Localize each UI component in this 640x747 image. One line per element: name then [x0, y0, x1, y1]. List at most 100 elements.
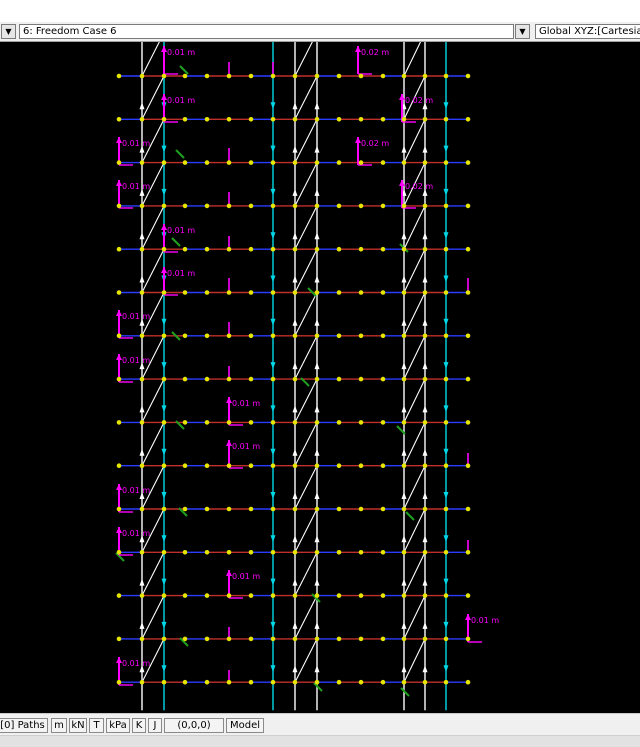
node [270, 593, 276, 598]
node [443, 246, 449, 252]
node [314, 246, 320, 252]
node [422, 420, 428, 425]
status-paths[interactable]: [0] Paths [0, 718, 48, 733]
node [401, 73, 407, 79]
node [139, 160, 145, 165]
status-length-unit[interactable]: m [51, 718, 67, 733]
displacement-arrowhead [355, 46, 361, 52]
node [380, 290, 386, 295]
status-origin[interactable]: (0,0,0) [164, 718, 224, 733]
node [139, 636, 145, 642]
node [422, 333, 428, 339]
title-area [0, 0, 640, 22]
node [314, 463, 320, 469]
status-force-unit[interactable]: kN [69, 718, 87, 733]
status-pressure-unit[interactable]: kPa [106, 718, 130, 733]
node [161, 333, 167, 339]
column-arrow [443, 232, 449, 240]
status-energy-unit[interactable]: J [148, 718, 162, 733]
brace [141, 162, 165, 207]
case-selector-dropdown-button[interactable]: ▼ [515, 24, 530, 39]
node [161, 679, 167, 685]
node [422, 73, 428, 79]
displacement-label: 0.01 m [167, 96, 195, 105]
node [336, 593, 342, 598]
node [204, 73, 210, 79]
chevron-down-icon: ▼ [519, 26, 526, 36]
displacement-label: 0.02 m [405, 182, 433, 191]
column-arrow [292, 448, 298, 456]
node [422, 679, 428, 685]
column-arrow [139, 405, 145, 413]
node [314, 117, 320, 122]
node [204, 679, 210, 685]
rotation-marker [179, 65, 189, 75]
coordinate-system-selector[interactable]: Global XYZ:[Cartesian] [535, 24, 640, 39]
node [314, 550, 320, 555]
node [161, 420, 167, 425]
node [204, 160, 210, 165]
rotation-marker [400, 687, 410, 697]
node [116, 506, 122, 512]
node [292, 463, 298, 469]
column-arrow [314, 665, 320, 673]
node [204, 290, 210, 295]
status-time-unit[interactable]: T [89, 718, 104, 733]
bottom-frame [0, 735, 640, 747]
brace [294, 42, 313, 77]
node [139, 420, 145, 425]
node [248, 506, 254, 512]
node [314, 160, 320, 165]
node [161, 203, 167, 209]
node [443, 636, 449, 642]
column-arrow [292, 232, 298, 240]
column-arrow [314, 362, 320, 370]
status-temperature-unit[interactable]: K [132, 718, 146, 733]
node [401, 636, 407, 642]
displacement-arrowhead [226, 440, 232, 446]
displacement-label: 0.01 m [232, 572, 260, 581]
node [204, 463, 210, 469]
case-selector[interactable]: 6: Freedom Case 6 [19, 24, 514, 39]
column-arrow [161, 318, 167, 326]
node [336, 550, 342, 555]
column-arrow [270, 318, 276, 326]
column-arrow [161, 665, 167, 673]
displacement-label: 0.01 m [471, 616, 499, 625]
node [182, 290, 188, 295]
displacement-arrowhead [116, 527, 122, 533]
column-arrow [292, 188, 298, 196]
node [443, 203, 449, 209]
brace [294, 638, 318, 683]
column-arrow [422, 665, 428, 673]
node [401, 593, 407, 598]
node [161, 636, 167, 642]
node [358, 679, 364, 685]
node [116, 679, 122, 685]
node [270, 550, 276, 555]
node [401, 117, 407, 122]
column-arrow [422, 318, 428, 326]
left-dropdown-button[interactable]: ▼ [1, 24, 16, 39]
node [336, 160, 342, 165]
node [358, 506, 364, 512]
node [226, 117, 232, 122]
column-arrow [443, 492, 449, 499]
column-arrow [292, 578, 298, 586]
brace [403, 335, 426, 380]
column-arrow [401, 535, 407, 543]
column-arrow [270, 578, 276, 586]
brace [141, 378, 165, 423]
column-arrow [270, 188, 276, 196]
column-arrow [401, 665, 407, 673]
status-model-mode[interactable]: Model [226, 718, 264, 733]
brace [141, 552, 165, 596]
node [380, 506, 386, 512]
brace [403, 552, 426, 596]
node [336, 73, 342, 79]
node [182, 73, 188, 79]
node [401, 333, 407, 339]
node [139, 203, 145, 209]
